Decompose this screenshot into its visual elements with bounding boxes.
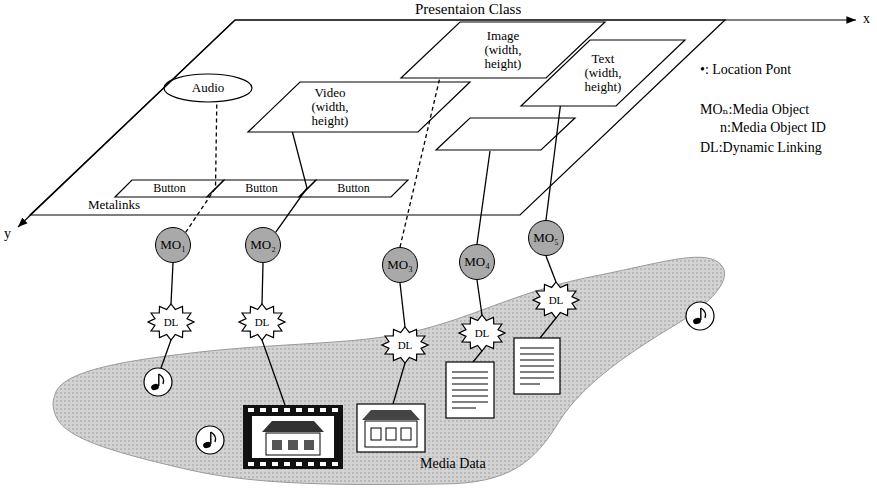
object-link-line	[477, 151, 490, 244]
dynamic-link-label: DL	[549, 294, 564, 306]
dynamic-link-label: DL	[475, 327, 490, 339]
label-slot: y	[4, 226, 11, 241]
video-area: Video (width, height)	[248, 82, 470, 132]
legend-note: n:Media Object ID	[720, 120, 826, 135]
link-line	[546, 256, 556, 282]
media-object-id: MO₄	[464, 255, 489, 269]
presentation-plane: Audio Video (width, height) Image (width, …	[30, 0, 725, 216]
region-label: Media Data	[420, 456, 486, 471]
media-data-region: Media Data	[50, 248, 726, 488]
link-line	[546, 106, 560, 220]
dynamic-link-burst: DL	[239, 304, 285, 340]
button-label: Button	[153, 182, 186, 195]
dynamic-link-label: DL	[255, 316, 270, 328]
axis-label: x	[863, 11, 870, 26]
media-object-id: MO₅	[533, 231, 558, 245]
media-object-circle: MO₁	[155, 227, 191, 263]
button-label: Button	[337, 182, 370, 195]
area-label: Video (width, height)	[302, 86, 358, 129]
audio-area: Audio	[164, 74, 252, 102]
link-line	[262, 263, 263, 304]
link-line	[171, 263, 173, 304]
media-object-circle: MO₃	[382, 247, 418, 283]
button-label: Button	[245, 182, 278, 195]
dynamic-link-burst: DL	[148, 304, 194, 340]
label-slot: MOₙ:Media Object	[700, 102, 809, 117]
empty-area	[436, 118, 575, 150]
dynamic-link-burst: DL	[533, 282, 579, 318]
label-slot: x	[863, 11, 870, 26]
axis-label: y	[4, 226, 11, 241]
button-box: Button	[207, 180, 316, 197]
area-label: Text (width, height)	[575, 52, 631, 95]
legend-note: MOₙ:Media Object	[700, 102, 809, 117]
link-line	[477, 280, 482, 315]
label-slot: DL:Dynamic Linking	[700, 140, 822, 155]
video-area-outline	[248, 82, 470, 132]
media-object-id: MO₁	[160, 238, 185, 252]
dynamic-link-label: DL	[398, 339, 413, 351]
legend-note: DL:Dynamic Linking	[700, 140, 822, 155]
media-object-id: MO₃	[387, 258, 412, 272]
button-box: Button	[115, 180, 224, 197]
media-data-region-outline	[50, 248, 726, 488]
media-object-id: MO₂	[250, 238, 275, 252]
legend-note: •: Location Pont	[700, 62, 791, 77]
media-object-circle: MO₅	[528, 220, 564, 256]
label-slot: n:Media Object ID	[720, 120, 826, 135]
area-label: Image (width, height)	[475, 29, 531, 72]
text-area: Text (width, height)	[521, 40, 685, 106]
dynamic-link-label: DL	[164, 316, 179, 328]
plane-title: Presentaion Class	[415, 1, 521, 18]
link-line	[400, 283, 405, 327]
dynamic-link-burst: DL	[382, 327, 428, 363]
media-object-circle: MO₂	[245, 227, 281, 263]
link-line	[186, 102, 217, 232]
button-box: Button	[299, 180, 408, 197]
label-slot: •: Location Pont	[700, 62, 791, 77]
group-label: Metalinks	[88, 198, 140, 212]
label-slot: Metalinks	[88, 198, 140, 212]
media-object-circle: MO₄	[459, 244, 495, 280]
area-label: Audio	[192, 81, 225, 95]
dynamic-link-burst: DL	[459, 315, 505, 351]
